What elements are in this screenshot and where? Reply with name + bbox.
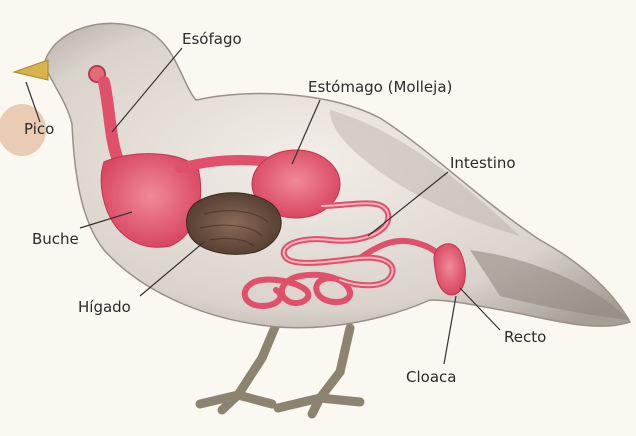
beak — [14, 60, 48, 80]
label-higado: Hígado — [78, 300, 131, 315]
leader-cloaca — [444, 296, 456, 364]
label-recto: Recto — [504, 330, 546, 345]
label-intestino: Intestino — [450, 156, 516, 171]
label-pico: Pico — [24, 122, 54, 137]
label-estomago: Estómago (Molleja) — [308, 80, 452, 95]
label-cloaca: Cloaca — [406, 370, 456, 385]
label-esofago: Esófago — [182, 32, 242, 47]
label-buche: Buche — [32, 232, 79, 247]
legs — [200, 320, 360, 414]
